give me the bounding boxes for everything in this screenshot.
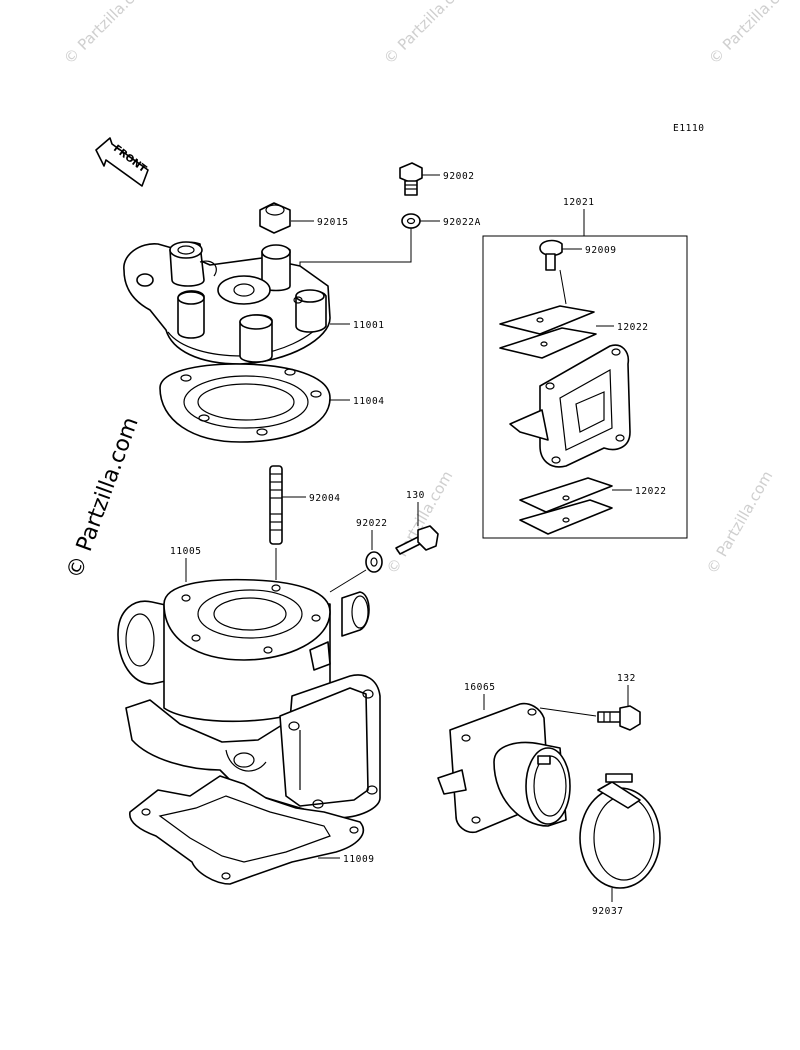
callout-132: 132 bbox=[617, 673, 636, 684]
callout-12022-lower: 12022 bbox=[635, 486, 667, 497]
callout-16065: 16065 bbox=[464, 682, 496, 693]
watermark: © Partzilla.com bbox=[703, 468, 776, 577]
callout-92015: 92015 bbox=[317, 217, 349, 228]
base-gasket-11009-icon bbox=[129, 775, 365, 885]
hose-clamp-92037-icon bbox=[579, 773, 661, 889]
reed-petal-12022-upper-icon bbox=[499, 305, 597, 359]
reed-petal-12022-lower-icon bbox=[519, 477, 613, 535]
cylinder-11005-icon bbox=[117, 578, 381, 819]
callout-92022: 92022 bbox=[356, 518, 388, 529]
callout-11009: 11009 bbox=[343, 854, 375, 865]
callout-92009: 92009 bbox=[585, 245, 617, 256]
intake-manifold-16065-icon bbox=[437, 702, 571, 834]
watermark: © Partzilla.com bbox=[383, 468, 456, 577]
cylinder-head-11001-icon bbox=[123, 241, 331, 365]
bolt-130-icon bbox=[395, 525, 439, 555]
callout-12022-upper: 12022 bbox=[617, 322, 649, 333]
callout-130: 130 bbox=[406, 490, 425, 501]
watermark: © Partzilla.com bbox=[60, 0, 155, 68]
callout-92002: 92002 bbox=[443, 171, 475, 182]
callout-92037: 92037 bbox=[592, 906, 624, 917]
nut-92015-icon bbox=[259, 202, 291, 234]
watermark: © Partzilla.com bbox=[705, 0, 800, 68]
callout-11005: 11005 bbox=[170, 546, 202, 557]
callout-92004: 92004 bbox=[309, 493, 341, 504]
watermark: © Partzilla.com bbox=[380, 0, 475, 68]
diagram-code: E1110 bbox=[673, 123, 705, 134]
washer-92022-icon bbox=[365, 551, 383, 573]
bolt-132-icon bbox=[597, 705, 641, 731]
callout-11001: 11001 bbox=[353, 320, 385, 331]
screw-92009-icon bbox=[539, 239, 563, 271]
front-arrow-icon: FRONT bbox=[95, 137, 149, 187]
watermark-large: © Partzilla.com bbox=[62, 414, 144, 582]
washer-92022a-icon bbox=[401, 213, 421, 229]
callout-92022a: 92022A bbox=[443, 217, 481, 228]
callout-11004: 11004 bbox=[353, 396, 385, 407]
reed-block-icon bbox=[509, 344, 631, 468]
callout-12021: 12021 bbox=[563, 197, 595, 208]
stud-92004-icon bbox=[269, 465, 283, 545]
bolt-92002-icon bbox=[399, 162, 423, 196]
head-gasket-11004-icon bbox=[159, 363, 331, 443]
reed-valve-assembly-box bbox=[482, 235, 688, 539]
